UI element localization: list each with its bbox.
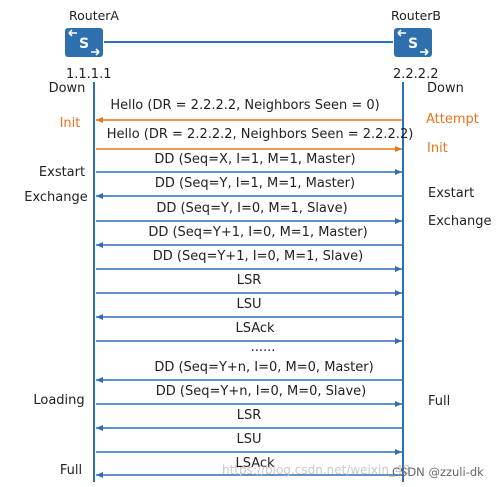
svg-text:S: S [79,36,89,52]
message-label: LSAck [235,456,275,471]
state-a-exstart: Exstart [38,165,86,180]
state-b-init: Init [427,141,448,156]
state-b-full: Full [428,394,451,409]
csdn-credit: CSDN @zzuli-dk [392,465,484,479]
svg-text:S: S [408,36,418,52]
state-b-attempt: Attempt [426,112,479,127]
message-label: DD (Seq=Y+n, I=0, M=0, Master) [154,360,374,375]
message-label: Hello (DR = 2.2.2.2, Neighbors Seen = 0) [110,98,380,113]
message-label: LSR [236,273,262,288]
message-label: DD (Seq=Y+1, I=0, M=1, Slave) [152,249,364,264]
router-b-ip: 2.2.2.2 [393,67,439,82]
state-b-down: Down [427,81,464,96]
message-label: DD (Seq=X, I=1, M=1, Master) [154,152,356,167]
watermark-text: https://blog.csdn.net/weixin_43 [222,463,411,477]
message-label: Hello (DR = 2.2.2.2, Neighbors Seen = 2.… [106,127,414,142]
message-label: LSR [236,408,262,423]
message-label: DD (Seq=Y+n, I=0, M=0, Slave) [155,384,367,399]
state-a-init: Init [59,116,81,131]
state-a-exchange: Exchange [24,190,88,205]
message-label: DD (Seq=Y, I=0, M=1, Slave) [156,201,348,216]
state-b-exchange: Exchange [428,214,492,229]
router-a-icon: S [65,28,103,57]
state-a-down: Down [48,81,86,96]
router-a-name: RouterA [69,8,119,23]
router-b-icon: S [394,28,432,57]
message-label: DD (Seq=Y+1, I=0, M=1, Master) [148,225,368,240]
message-label: LSU [236,432,262,447]
state-a-full: Full [59,463,83,478]
message-label: DD (Seq=Y, I=1, M=1, Master) [154,176,356,191]
message-label: LSU [236,297,262,312]
router-b-name: RouterB [391,8,441,23]
state-b-exstart: Exstart [428,186,475,201]
state-a-loading: Loading [33,393,85,408]
router-a-ip: 1.1.1.1 [66,67,112,82]
message-label: LSAck [235,321,275,336]
ellipsis-label: ...... [250,340,276,355]
